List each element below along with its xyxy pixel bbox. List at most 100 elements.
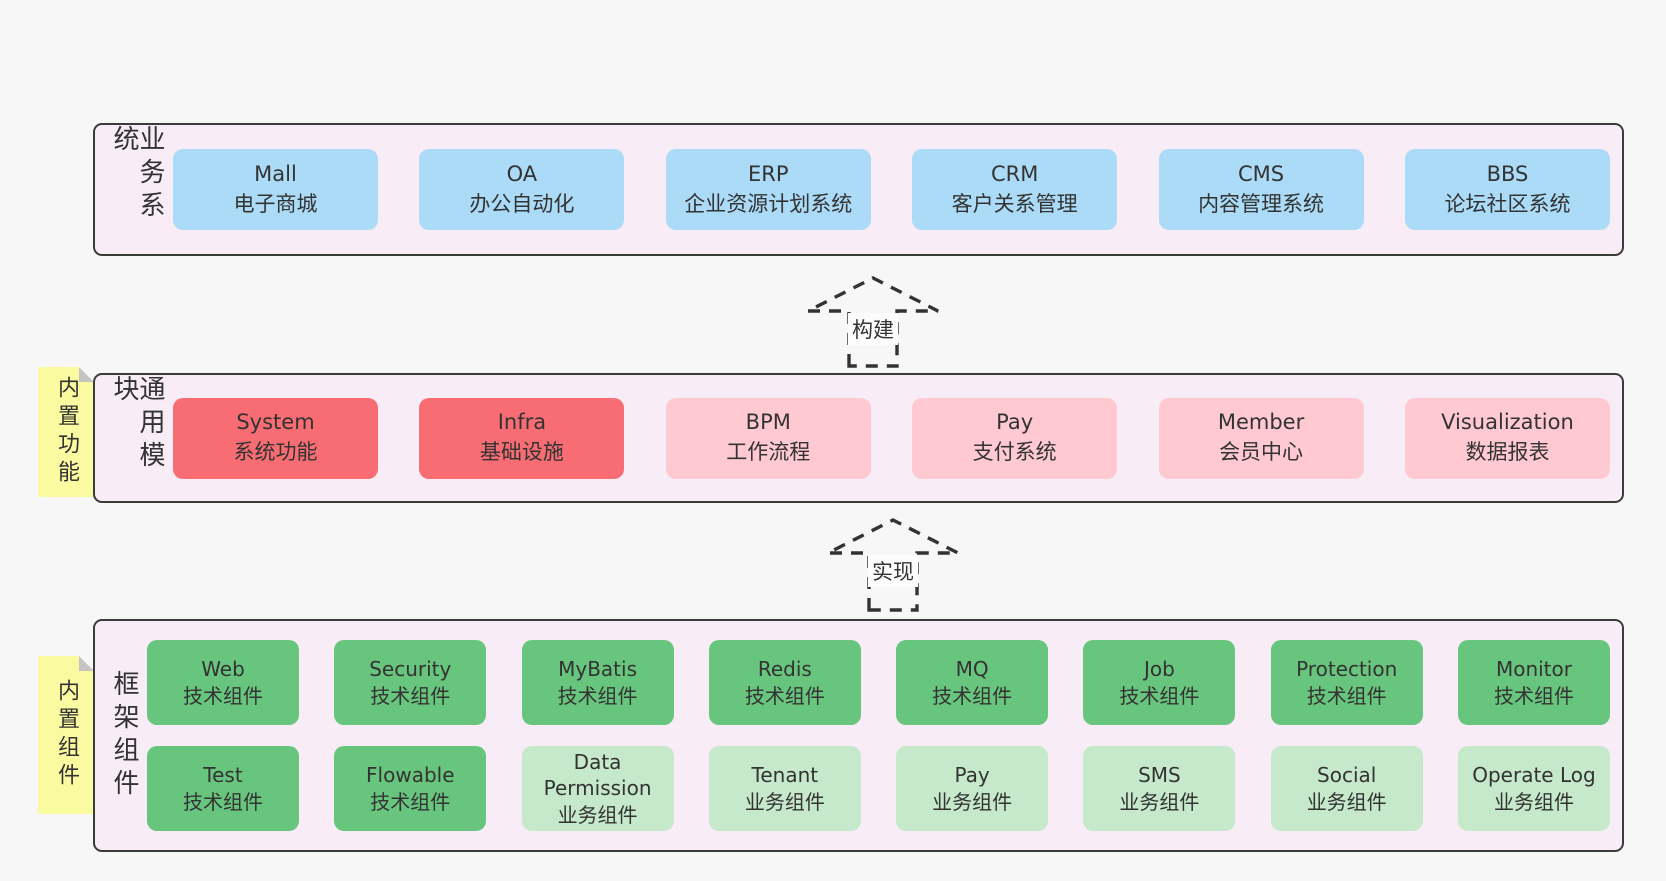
box-title: SMS bbox=[1138, 763, 1181, 788]
box-tenant: Tenant 业务组件 bbox=[708, 746, 861, 831]
arrow-build: 构建 bbox=[806, 276, 940, 368]
box-crm: CRM 客户关系管理 bbox=[912, 149, 1118, 230]
sticky-label: 内置功能 bbox=[54, 376, 79, 488]
box-security: Security 技术组件 bbox=[334, 640, 487, 725]
box-title: CMS bbox=[1238, 161, 1285, 186]
box-infra: Infra 基础设施 bbox=[419, 397, 625, 479]
box-pay-module: Pay 支付系统 bbox=[912, 397, 1118, 479]
box-subtitle: 技术组件 bbox=[370, 683, 451, 708]
components-row-2: Test 技术组件 Flowable 技术组件 Data Permission … bbox=[147, 746, 1610, 831]
box-subtitle: 客户关系管理 bbox=[951, 191, 1078, 216]
box-subtitle: 技术组件 bbox=[744, 683, 825, 708]
business-boxes-row: Mall 电子商城 OA 办公自动化 ERP 企业资源计划系统 CRM 客户关系… bbox=[163, 125, 1622, 254]
box-cms: CMS 内容管理系统 bbox=[1158, 149, 1364, 230]
box-title: CRM bbox=[990, 161, 1039, 186]
box-redis: Redis 技术组件 bbox=[708, 640, 861, 725]
box-title: Flowable bbox=[366, 763, 455, 788]
box-title: Data Permission bbox=[543, 749, 652, 801]
box-oa: OA 办公自动化 bbox=[419, 149, 625, 230]
box-system: System 系统功能 bbox=[173, 397, 378, 479]
box-title: BBS bbox=[1486, 161, 1529, 186]
box-subtitle: 业务组件 bbox=[1306, 789, 1387, 814]
box-erp: ERP 企业资源计划系统 bbox=[665, 149, 871, 230]
box-subtitle: 办公自动化 bbox=[469, 191, 575, 216]
box-monitor: Monitor 技术组件 bbox=[1457, 640, 1610, 725]
box-title: Protection bbox=[1296, 657, 1398, 682]
box-protection: Protection 技术组件 bbox=[1270, 640, 1423, 725]
box-title: Pay bbox=[996, 410, 1034, 435]
components-rows: Web 技术组件 Security 技术组件 MyBatis 技术组件 Redi… bbox=[137, 621, 1622, 850]
box-subtitle: 业务组件 bbox=[932, 789, 1013, 814]
arrow-implement: 实现 bbox=[826, 518, 960, 612]
box-flowable: Flowable 技术组件 bbox=[334, 746, 487, 831]
box-visualization: Visualization 数据报表 bbox=[1404, 397, 1610, 479]
box-data-permission: Data Permission 业务组件 bbox=[521, 746, 674, 831]
box-subtitle: 会员中心 bbox=[1219, 440, 1304, 464]
box-subtitle: 论坛社区系统 bbox=[1444, 191, 1571, 216]
box-subtitle: 工作流程 bbox=[726, 440, 811, 464]
box-subtitle: 支付系统 bbox=[972, 440, 1057, 464]
box-bbs: BBS 论坛社区系统 bbox=[1404, 149, 1610, 230]
box-subtitle: 业务组件 bbox=[557, 802, 638, 827]
box-subtitle: 技术组件 bbox=[1306, 683, 1387, 708]
arrow-implement-label: 实现 bbox=[868, 555, 918, 587]
box-web: Web 技术组件 bbox=[147, 640, 299, 725]
box-title: Social bbox=[1317, 763, 1377, 788]
box-subtitle: 电子商城 bbox=[233, 191, 318, 216]
box-mq: MQ 技术组件 bbox=[896, 640, 1049, 725]
box-bpm: BPM 工作流程 bbox=[665, 397, 871, 479]
components-row-1: Web 技术组件 Security 技术组件 MyBatis 技术组件 Redi… bbox=[147, 640, 1610, 725]
box-title: Operate Log bbox=[1472, 763, 1596, 788]
box-operate-log: Operate Log 业务组件 bbox=[1457, 746, 1610, 831]
folded-corner-icon bbox=[79, 367, 94, 382]
box-subtitle: 企业资源计划系统 bbox=[684, 191, 853, 216]
box-subtitle: 系统功能 bbox=[233, 440, 318, 464]
panel-components-title: 框架组件 bbox=[109, 669, 139, 802]
box-title: Security bbox=[369, 657, 452, 682]
box-title: Redis bbox=[757, 657, 812, 682]
box-mall: Mall 电子商城 bbox=[173, 149, 378, 230]
box-subtitle: 技术组件 bbox=[932, 683, 1013, 708]
panel-common-modules: 通用模块 System 系统功能 Infra 基础设施 BPM 工作流程 Pay… bbox=[93, 373, 1624, 503]
box-social: Social 业务组件 bbox=[1270, 746, 1423, 831]
box-title: ERP bbox=[748, 161, 789, 186]
box-title: Member bbox=[1217, 410, 1305, 435]
dashed-up-arrow-icon bbox=[827, 518, 959, 612]
sticky-built-in-components: 内置组件 bbox=[38, 656, 94, 814]
arrow-build-label: 构建 bbox=[848, 313, 898, 345]
sticky-label: 内置组件 bbox=[54, 679, 79, 791]
box-title: MQ bbox=[955, 657, 989, 682]
box-title: Mall bbox=[254, 161, 297, 186]
box-title: BPM bbox=[745, 410, 791, 435]
sticky-built-in-features: 内置功能 bbox=[38, 367, 94, 497]
box-title: System bbox=[236, 410, 315, 435]
panel-modules-title: 通用模块 bbox=[109, 375, 165, 474]
box-subtitle: 数据报表 bbox=[1465, 440, 1550, 464]
box-title: Tenant bbox=[751, 763, 819, 788]
folded-corner-icon bbox=[79, 656, 94, 671]
box-subtitle: 技术组件 bbox=[183, 789, 263, 814]
box-job: Job 技术组件 bbox=[1083, 640, 1236, 725]
box-sms: SMS 业务组件 bbox=[1083, 746, 1236, 831]
box-title: Test bbox=[203, 763, 243, 788]
panel-business-systems: 业务系统 Mall 电子商城 OA 办公自动化 ERP 企业资源计划系统 CRM… bbox=[93, 123, 1624, 256]
box-subtitle: 技术组件 bbox=[370, 789, 451, 814]
modules-boxes-row: System 系统功能 Infra 基础设施 BPM 工作流程 Pay 支付系统… bbox=[163, 375, 1622, 501]
box-title: Monitor bbox=[1495, 657, 1572, 682]
box-title: Infra bbox=[497, 410, 547, 435]
box-title: Job bbox=[1143, 657, 1175, 682]
panel-framework-components: 框架组件 Web 技术组件 Security 技术组件 MyBatis 技术组件… bbox=[93, 619, 1624, 852]
box-subtitle: 业务组件 bbox=[1119, 789, 1200, 814]
panel-business-title: 业务系统 bbox=[109, 125, 165, 224]
box-subtitle: 技术组件 bbox=[1119, 683, 1200, 708]
box-title: OA bbox=[506, 161, 538, 186]
box-subtitle: 技术组件 bbox=[557, 683, 638, 708]
box-subtitle: 业务组件 bbox=[744, 789, 825, 814]
box-subtitle: 技术组件 bbox=[183, 683, 263, 708]
box-pay-component: Pay 业务组件 bbox=[896, 746, 1049, 831]
box-mybatis: MyBatis 技术组件 bbox=[521, 640, 674, 725]
box-member: Member 会员中心 bbox=[1158, 397, 1364, 479]
box-title: MyBatis bbox=[558, 657, 637, 682]
box-subtitle: 技术组件 bbox=[1493, 683, 1574, 708]
